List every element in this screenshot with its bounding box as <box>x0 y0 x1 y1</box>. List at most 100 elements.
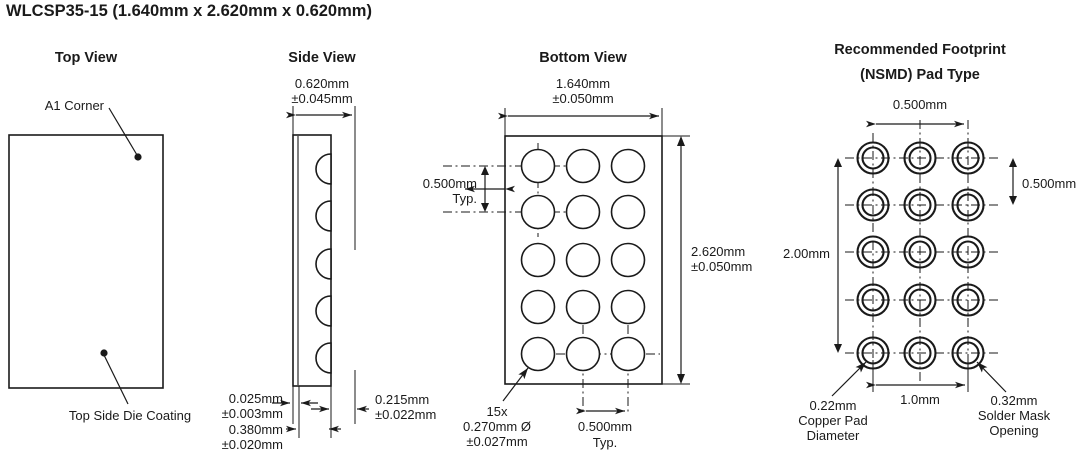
bottom-ball-b3 <box>565 242 601 278</box>
footprint-pad-mask-c1 <box>951 141 985 175</box>
footprint-group: Recommended Footprint (NSMD) Pad Type 0.… <box>783 42 1076 443</box>
bottom-ball-leader-anchor <box>526 365 528 367</box>
bottom-pitch-y-arrow-bottom <box>481 203 489 212</box>
side-die-tol: ±0.020mm <box>222 437 283 452</box>
footprint-pad-mask-c2 <box>951 188 985 222</box>
footprint-pad-copper-b3 <box>908 240 932 264</box>
side-coating-tol: ±0.003mm <box>222 406 283 421</box>
bottom-ball-a5 <box>520 336 556 372</box>
footprint-copper-label-1: Copper Pad <box>798 413 867 428</box>
bottom-ball-a3 <box>520 242 556 278</box>
bottom-ball-b1 <box>565 148 601 184</box>
footprint-copper-leader <box>831 361 867 397</box>
bottom-ball-c3 <box>610 242 646 278</box>
bottom-pitch-y-arrow-top <box>481 166 489 175</box>
bottom-ball-c1 <box>610 148 646 184</box>
bottom-ball-c2 <box>610 194 646 230</box>
footprint-pad-copper-b5 <box>908 341 932 365</box>
footprint-pad-mask-b1 <box>903 141 937 175</box>
page-title: WLCSP35-15 (1.640mm x 2.620mm x 0.620mm) <box>6 2 372 20</box>
bottom-pitch-y-dim: 0.500mm <box>423 176 477 191</box>
die-coating-label: Top Side Die Coating <box>69 408 191 423</box>
footprint-pad-mask-a2 <box>856 188 890 222</box>
footprint-header-line1: Recommended Footprint <box>834 42 1006 58</box>
bottom-ball-a4 <box>520 289 556 325</box>
footprint-pad-copper-a3 <box>861 240 885 264</box>
footprint-pad-copper-b2 <box>908 193 932 217</box>
bottom-ball-a2 <box>520 194 556 230</box>
footprint-mask-dim: 0.32mm <box>991 393 1038 408</box>
bottom-view-group: Bottom View 1.640mm ±0.050mm <box>423 50 753 450</box>
bottom-pitch-x-dim: 0.500mm <box>578 419 632 434</box>
footprint-pad-copper-a1 <box>861 146 885 170</box>
side-ball-tol: ±0.022mm <box>375 407 436 422</box>
bottom-pitch-x-typ: Typ. <box>593 435 618 450</box>
bottom-ball-leader <box>502 367 529 402</box>
footprint-pad-copper-c2 <box>956 193 980 217</box>
bottom-width-dim: 1.640mm <box>556 76 610 91</box>
bottom-ball-a1 <box>520 148 556 184</box>
footprint-pad-mask-c4 <box>951 283 985 317</box>
a1-corner-dot <box>134 153 142 161</box>
footprint-pad-copper-c1 <box>956 146 980 170</box>
side-width-dim: 0.620mm <box>295 76 349 91</box>
bottom-ball-b5 <box>565 336 601 372</box>
footprint-mask-label-2: Opening <box>989 423 1038 438</box>
bottom-ball-count: 15x <box>487 404 508 419</box>
side-width-tol: ±0.045mm <box>291 91 352 106</box>
side-ball-2 <box>315 200 332 232</box>
bottom-ball-dia-tol: ±0.027mm <box>466 434 527 449</box>
top-view-header: Top View <box>55 50 118 66</box>
footprint-pitch-x-dim: 0.500mm <box>893 97 947 112</box>
footprint-copper-dim: 0.22mm <box>810 398 857 413</box>
side-ball-dim: 0.215mm <box>375 392 429 407</box>
footprint-pad-copper-c3 <box>956 240 980 264</box>
footprint-pitch-y-arrow-bottom <box>1009 196 1017 205</box>
footprint-pad-copper-a2 <box>861 193 885 217</box>
top-view-group: Top View A1 Corner Top Side Die Coating <box>8 50 191 423</box>
footprint-mask-leader <box>976 361 1007 393</box>
footprint-pad-mask-b2 <box>903 188 937 222</box>
side-ball-3 <box>315 248 332 280</box>
footprint-pitch-y-dim: 0.500mm <box>1022 176 1076 191</box>
die-coating-dot <box>100 349 108 357</box>
footprint-pad-copper-c4 <box>956 288 980 312</box>
side-ball-1 <box>315 153 332 185</box>
bottom-height-tol: ±0.050mm <box>691 259 752 274</box>
side-coating-dim: 0.025mm <box>229 391 283 406</box>
footprint-span-y-arrow-bottom <box>834 344 842 353</box>
footprint-pad-mask-a1 <box>856 141 890 175</box>
footprint-pad-mask-b3 <box>903 235 937 269</box>
bottom-height-arrow-top <box>677 136 685 146</box>
bottom-view-header: Bottom View <box>539 50 627 66</box>
footprint-pad-mask-b5 <box>903 336 937 370</box>
a1-corner-label: A1 Corner <box>45 98 105 113</box>
bottom-ball-b4 <box>565 289 601 325</box>
footprint-copper-label-2: Diameter <box>807 428 860 443</box>
footprint-pad-grid <box>856 141 985 370</box>
footprint-pad-mask-c3 <box>951 235 985 269</box>
bottom-ball-dia: 0.270mm Ø <box>463 419 531 434</box>
side-ball-4 <box>315 295 332 327</box>
footprint-span-x-dim: 1.0mm <box>900 392 940 407</box>
footprint-pad-mask-a4 <box>856 283 890 317</box>
footprint-pad-copper-b1 <box>908 146 932 170</box>
bottom-height-arrow-bottom <box>677 374 685 384</box>
top-view-die-outline <box>8 134 164 389</box>
footprint-pad-copper-b4 <box>908 288 932 312</box>
footprint-span-y-dim: 2.00mm <box>783 246 830 261</box>
bottom-ball-c5 <box>610 336 646 372</box>
bottom-ball-c4 <box>610 289 646 325</box>
footprint-header-line2: (NSMD) Pad Type <box>860 67 980 83</box>
die-coating-leader <box>103 354 129 405</box>
side-ball-5 <box>315 342 332 374</box>
bottom-ball-b2 <box>565 194 601 230</box>
footprint-span-y-arrow-top <box>834 158 842 167</box>
bottom-pitch-y-typ: Typ. <box>452 191 477 206</box>
side-die-dim: 0.380mm <box>229 422 283 437</box>
footprint-pitch-y-arrow-top <box>1009 158 1017 167</box>
bottom-width-tol: ±0.050mm <box>552 91 613 106</box>
footprint-pad-mask-a3 <box>856 235 890 269</box>
side-view-group: Side View 0.620mm ±0.045mm 0.025mm ±0.00… <box>222 50 437 452</box>
